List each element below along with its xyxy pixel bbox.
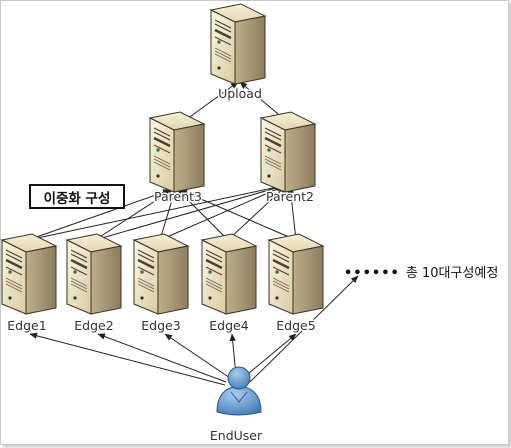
- link-edge4-parent3: [177, 189, 229, 241]
- link-user-edge3: [164, 333, 231, 379]
- server-tower-icon: [132, 232, 190, 316]
- edge2-label: Edge2: [74, 318, 113, 333]
- upload-label: Upload: [218, 86, 262, 101]
- edge4-label: Edge4: [209, 318, 248, 333]
- link-edge5-parent2: [287, 185, 297, 241]
- link-edge4-parent2: [227, 185, 287, 241]
- ellipsis-dots: ••••••: [344, 266, 400, 281]
- server-tower-icon: [148, 110, 206, 194]
- link-edge3-parent3: [159, 189, 177, 241]
- link-edge3-parent2: [159, 185, 285, 241]
- redundancy-callout: 이중화 구성: [29, 184, 125, 209]
- server-tower-icon: [267, 232, 325, 316]
- server-tower-icon: [200, 232, 258, 316]
- server-tower-icon: [259, 110, 317, 194]
- link-user-edge5: [242, 333, 297, 379]
- edge1-label: Edge1: [7, 318, 46, 333]
- parent2-label: Parent2: [266, 189, 314, 204]
- planned-capacity-note: •••••• 총 10대구성예정: [344, 262, 498, 281]
- server-tower-icon: [65, 232, 123, 316]
- link-edge1-parent3: [27, 189, 171, 241]
- parent3-label: Parent3: [154, 189, 202, 204]
- server-tower-icon: [209, 2, 267, 86]
- link-edge2-parent3: [94, 189, 173, 241]
- link-user-edge2: [97, 333, 227, 383]
- edge3-label: Edge3: [141, 318, 180, 333]
- link-edge5-parent3: [179, 189, 297, 241]
- connection-lines: [27, 81, 359, 386]
- edge5-label: Edge5: [276, 318, 315, 333]
- link-edge2-parent2: [94, 184, 284, 241]
- link-edge1-parent2: [27, 184, 283, 241]
- link-user-planned: [249, 275, 359, 383]
- server-tower-icon: [0, 232, 58, 316]
- planned-capacity-text: 총 10대구성예정: [405, 266, 499, 281]
- enduser-label: EndUser: [210, 428, 263, 443]
- link-user-edge1: [29, 332, 226, 386]
